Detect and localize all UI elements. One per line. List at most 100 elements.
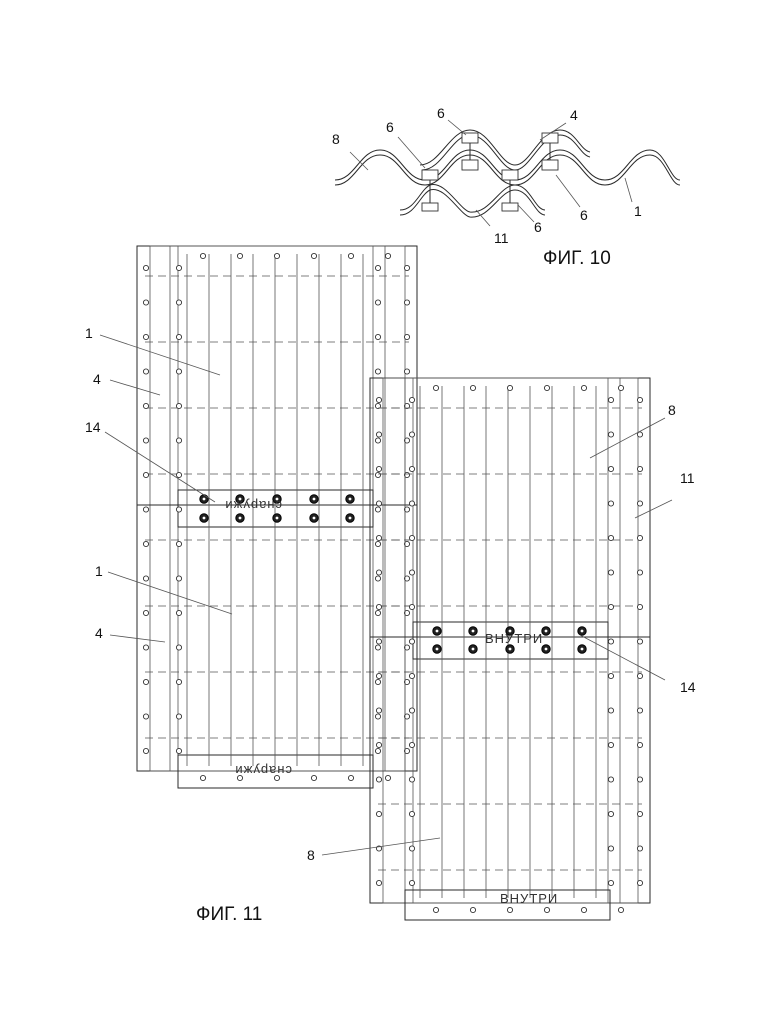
fastener-hole [544, 385, 549, 390]
stamp-inside-bottom: ВНУТРИ [500, 891, 558, 906]
fastener-hole [200, 253, 205, 258]
fastener-hole [637, 880, 642, 885]
fastener-hole [143, 748, 148, 753]
fastener-hole [376, 777, 381, 782]
bolt-center [472, 648, 475, 651]
fastener-hole [637, 673, 642, 678]
fastener-hole [143, 714, 148, 719]
fastener-hole [311, 253, 316, 258]
fastener-hole [404, 334, 409, 339]
bolt-center [313, 498, 316, 501]
fastener-hole [637, 742, 642, 747]
fastener-hole [143, 438, 148, 443]
fastener-hole [143, 369, 148, 374]
fastener-hole [409, 742, 414, 747]
fastener-hole [507, 907, 512, 912]
fastener-hole [637, 604, 642, 609]
fastener-hole [409, 708, 414, 713]
fastener-hole [143, 300, 148, 305]
bolt-center [436, 648, 439, 651]
fastener-hole [376, 708, 381, 713]
fastener-hole [608, 570, 613, 575]
fastener-hole [176, 472, 181, 477]
fastener-hole [608, 397, 613, 402]
figure-10: 8 6 6 4 1 11 6 6 ФИГ. 10 [332, 105, 680, 269]
fastener-hole [608, 432, 613, 437]
fastener-hole [143, 507, 148, 512]
fastener-hole [637, 397, 642, 402]
bolt-center [313, 517, 316, 520]
fastener-hole [375, 334, 380, 339]
bolt-center [203, 498, 206, 501]
fastener-hole [376, 880, 381, 885]
fastener-hole [608, 742, 613, 747]
bolt-center [349, 517, 352, 520]
fastener-hole [176, 334, 181, 339]
fastener-hole [409, 846, 414, 851]
bolt [542, 160, 558, 170]
fastener-hole [375, 541, 380, 546]
fastener-hole [143, 576, 148, 581]
bolt-center [276, 517, 279, 520]
fig11-label-8-bottom: 8 [307, 847, 315, 863]
fastener-hole [376, 673, 381, 678]
fig11-label-14-left: 14 [85, 419, 101, 435]
fastener-hole [274, 253, 279, 258]
fastener-hole [409, 811, 414, 816]
fastener-hole [176, 300, 181, 305]
stamp-inside-center: ВНУТРИ [485, 631, 543, 646]
fastener-hole [176, 369, 181, 374]
fastener-hole [176, 679, 181, 684]
fastener-hole [385, 253, 390, 258]
fastener-hole [348, 253, 353, 258]
bolt-center [545, 630, 548, 633]
fastener-hole [409, 397, 414, 402]
fastener-hole [608, 846, 613, 851]
fastener-hole [470, 385, 475, 390]
fastener-hole [375, 576, 380, 581]
fastener-hole [376, 811, 381, 816]
fastener-hole [376, 466, 381, 471]
fastener-hole [581, 907, 586, 912]
fastener-hole [376, 639, 381, 644]
fig10-label-4: 4 [570, 107, 578, 123]
fig10-label-6-left: 6 [386, 119, 394, 135]
fastener-hole [409, 432, 414, 437]
fastener-hole [375, 300, 380, 305]
fig10-label-6-top: 6 [437, 105, 445, 121]
fastener-hole [143, 645, 148, 650]
bolt [462, 160, 478, 170]
fastener-hole [409, 639, 414, 644]
fig11-label-1-mid: 1 [95, 563, 103, 579]
fastener-hole [608, 777, 613, 782]
fastener-hole [176, 714, 181, 719]
fastener-hole [376, 604, 381, 609]
bolt-center [581, 630, 584, 633]
bolt-center [545, 648, 548, 651]
fastener-hole [176, 748, 181, 753]
stamp-outside-top: снаружи [224, 498, 282, 513]
fastener-hole [608, 708, 613, 713]
fastener-hole [581, 385, 586, 390]
fastener-hole [143, 403, 148, 408]
fastener-hole [375, 748, 380, 753]
fastener-hole [311, 775, 316, 780]
fig10-caption: ФИГ. 10 [543, 248, 611, 269]
fig11-label-14-right: 14 [680, 679, 696, 695]
fastener-hole [608, 880, 613, 885]
bolt-center [436, 630, 439, 633]
fastener-hole [375, 645, 380, 650]
bolt-center [349, 498, 352, 501]
fastener-hole [375, 265, 380, 270]
fastener-hole [433, 385, 438, 390]
fastener-hole [608, 604, 613, 609]
fig11-label-4-top: 4 [93, 371, 101, 387]
fig11-label-4-mid: 4 [95, 625, 103, 641]
fastener-hole [143, 610, 148, 615]
fastener-hole [375, 438, 380, 443]
fastener-hole [409, 604, 414, 609]
fig11-label-8-right: 8 [668, 402, 676, 418]
figure-11: снаружи снаружи ВНУТРИ ВНУТРИ 1 4 14 1 4… [85, 246, 696, 925]
fastener-hole [376, 570, 381, 575]
fastener-hole [143, 265, 148, 270]
